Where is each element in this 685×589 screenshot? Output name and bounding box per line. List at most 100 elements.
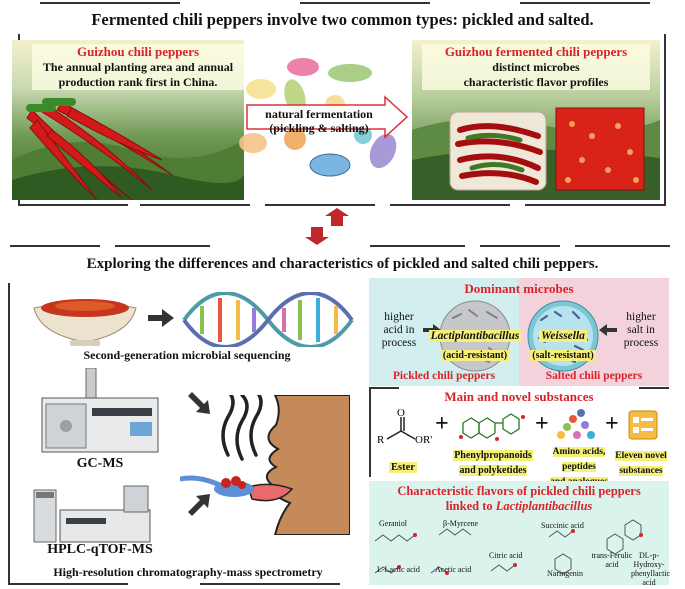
chili-sauce-bowl [33,299,137,346]
weis-label-box: Weissella (salt-resistant) [523,324,603,362]
eleven-label-box: Eleven novel substances [611,447,671,477]
plus-3: + [605,411,619,437]
bottom-frame-top-2 [115,245,210,247]
substances-title: Main and novel substances [444,389,594,404]
flavors-title-line1: Characteristic flavors of pickled chili … [397,484,641,498]
lacto-label-box: Lactiplantibacillus (acid-resistant) [425,324,525,362]
top-frame-bottom-5 [525,204,666,206]
amino-acid-beads [557,409,595,439]
lacto-note: (acid-resistant) [440,350,510,361]
compound-naringenin: Naringenin [547,569,583,578]
salted-label: Salted chili peppers [545,370,643,382]
acid-condition-line2: acid in [383,324,415,336]
ester-label: Ester [389,462,417,473]
bottom-frame-left [8,283,10,583]
lacto-name: Lactiplantibacillus [428,330,522,342]
bottom-frame-top-1 [10,245,100,247]
top-frame-bottom-4 [390,204,510,206]
substances-panel: Main and novel substances R O OR' Ester … [369,387,671,487]
up-right-arrow-icon [188,494,210,516]
chili-peppers-illustration [12,98,244,200]
compound-lactic: L-Lactic acid [377,565,420,574]
dna-icon [182,292,354,347]
substances-frame-top-1 [369,387,399,389]
top-frame-right [664,34,666,204]
down-right-arrow-icon [188,392,210,414]
bottom-frame-bottom-1 [8,583,128,585]
phenyl-label-box: Phenylpropanoids and polyketides [445,447,541,477]
fermentation-illustration: natural fermentation (pickling & salting… [235,35,415,200]
top-frame-top-1 [40,2,180,4]
fermented-scene [412,107,660,200]
hplc-instrument [33,485,151,543]
amino-line2: peptides [562,462,596,472]
amino-line1: Amino acids, [552,447,606,457]
flavors-title-italic: Lactiplantibacillus [495,499,593,513]
top-frame-bottom-1 [18,204,128,206]
pickled-label: Pickled chili peppers [392,370,496,382]
microbes-panel: Dominant microbes higher acid in process… [369,278,669,386]
tasting-face [180,395,350,535]
fermented-text-box: Guizhou fermented chili peppers distinct… [422,44,650,90]
top-frame-top-3 [520,2,650,4]
plus-1: + [435,411,449,437]
top-section: Fermented chili peppers involve two comm… [0,0,685,225]
hrcms-label: High-resolution chromatography-mass spec… [53,565,323,579]
top-title: Fermented chili peppers involve two comm… [91,10,594,29]
guizhou-text-box: Guizhou chili peppers The annual plantin… [32,44,244,90]
microbe-blobs [239,58,409,177]
guizhou-line2: production rank first in China. [58,75,218,89]
compound-acetic: Acetic acid [435,565,472,574]
fermented-chili-image: Guizhou fermented chili peppers distinct… [412,40,660,200]
flavors-title-line2: linked to Lactiplantibacillus [369,499,669,514]
fermented-line1: distinct microbes [492,60,580,74]
salt-condition-line3: process [623,337,659,349]
compound-hydroxyphenyllactic: DL-p-Hydroxy-phenyllactic acid [631,551,671,587]
ester-r: R [377,434,385,446]
ester-or: OR' [415,434,432,446]
phenyl-line2: and polyketides [458,465,528,476]
fermented-heading: Guizhou fermented chili peppers [444,44,628,59]
gcms-instrument [41,368,159,453]
substances-frame-left [369,387,371,477]
document-list-icon [628,410,658,440]
bottom-title: Exploring the differences and characteri… [86,256,599,272]
ester-structure: R O OR' [377,407,432,446]
fermentation-line1: natural fermentation [265,107,373,121]
top-frame-bottom-2 [140,204,250,206]
weis-note: (salt-resistant) [530,350,596,361]
top-frame-top-2 [300,2,430,4]
acid-condition: higher acid in process [371,311,427,350]
compound-ferulic: trans-Ferulic acid [591,551,633,569]
acid-condition-line1: higher [384,311,414,323]
eleven-line2: substances [619,466,663,476]
compound-myrcene: β-Myrcene [443,519,479,528]
acid-condition-line3: process [381,337,417,349]
double-arrow-icon [305,208,349,245]
microbes-title: Dominant microbes [464,281,574,296]
weis-name: Weissella [539,330,587,342]
bottom-frame-top-4 [480,245,560,247]
flavors-panel: Characteristic flavors of pickled chili … [369,481,671,587]
salt-condition-line1: higher [626,311,656,323]
salt-condition: higher salt in process [615,311,667,350]
guizhou-chili-image: Guizhou chili peppers The annual plantin… [12,40,244,200]
salt-arrow-icon [599,324,617,336]
substances-frame-top-2 [639,387,669,389]
salt-condition-line2: salt in [627,324,655,336]
flavors-title-prefix: linked to [445,499,496,513]
guizhou-line1: The annual planting area and annual [42,60,234,74]
right-arrow-icon [148,309,174,327]
bottom-frame-top-3 [370,245,465,247]
compound-succinic: Succinic acid [541,521,584,530]
compound-citric: Citric acid [489,551,523,560]
gcms-label: GC-MS [76,456,124,471]
fermented-line2: characteristic flavor profiles [463,75,609,89]
bottom-frame-bottom-2 [200,583,340,585]
flavor-structures [374,519,643,575]
compound-geraniol: Geraniol [379,519,407,528]
top-frame-bottom-3 [265,204,375,206]
ester-label-box: Ester [389,455,417,474]
guizhou-heading: Guizhou chili peppers [76,44,200,59]
hplc-label: HPLC-qTOF-MS [47,542,153,557]
